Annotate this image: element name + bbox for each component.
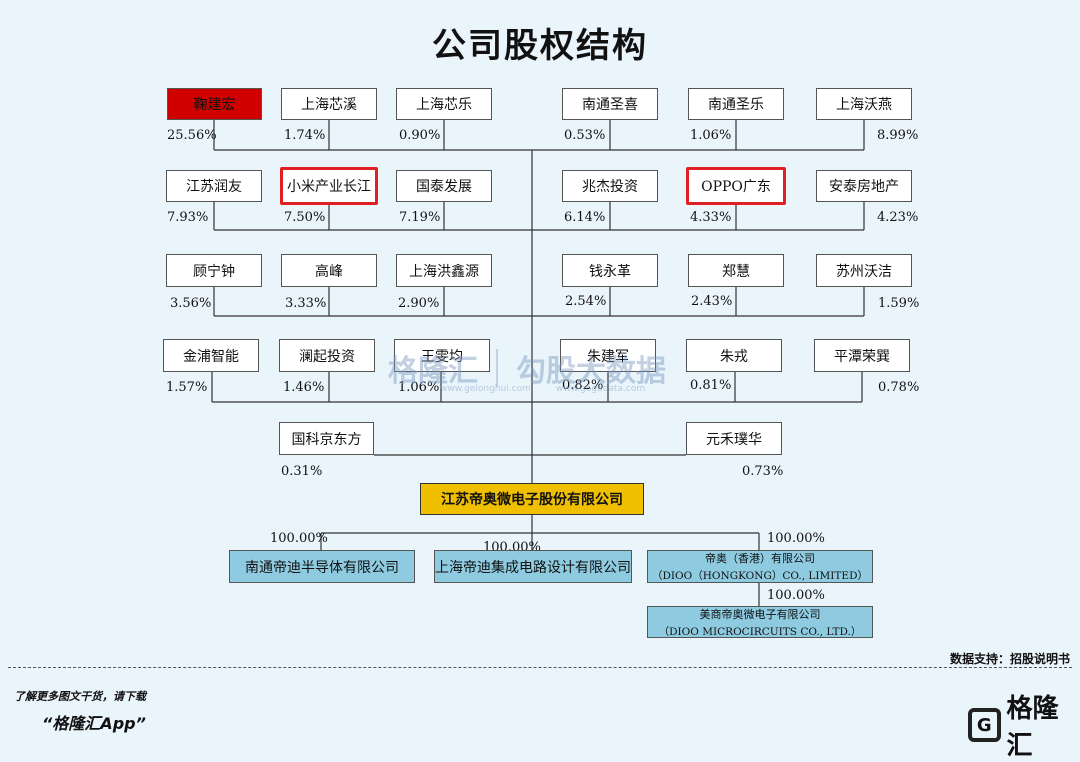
subsidiary-pct: 100.00%: [270, 531, 328, 546]
watermark-brand1-url: www.gelonghui.com: [440, 384, 531, 394]
shareholder-box: 苏州沃洁: [816, 254, 912, 287]
shareholder-pct: 2.90%: [398, 296, 439, 311]
shareholder-box: 澜起投资: [279, 339, 375, 372]
logo-text: 格隆汇: [1007, 688, 1080, 762]
shareholder-pct: 7.19%: [399, 210, 440, 225]
shareholder-pct: 0.78%: [878, 380, 919, 395]
shareholder-pct: 8.99%: [877, 128, 918, 143]
shareholder-box: 上海芯溪: [281, 88, 377, 120]
shareholder-pct: 2.54%: [565, 294, 606, 309]
shareholder-pct: 7.93%: [167, 210, 208, 225]
subsidiary-name-en: （DIOO MICROCIRCUITS CO., LTD.）: [659, 624, 862, 639]
shareholder-pct: 1.46%: [283, 380, 324, 395]
shareholder-pct: 1.59%: [878, 296, 919, 311]
logo-g-icon: G: [968, 708, 1001, 742]
shareholder-box: 顾宁钟: [166, 254, 262, 287]
source-note: 数据支持：招股说明书: [950, 650, 1070, 667]
subsidiary-name: 南通帝迪半导体有限公司: [245, 557, 399, 577]
shareholder-box: 安泰房地产: [816, 170, 912, 202]
shareholder-box: 国科京东方: [279, 422, 374, 455]
shareholder-pct: 4.33%: [690, 210, 731, 225]
shareholder-pct: 3.56%: [170, 296, 211, 311]
shareholder-box: 兆杰投资: [562, 170, 658, 202]
subsidiary-box: 上海帝迪集成电路设计有限公司: [434, 550, 632, 583]
promo-text: 了解更多图文干货，请下载: [14, 688, 146, 704]
shareholder-pct: 25.56%: [167, 128, 217, 143]
subsidiary-name: 上海帝迪集成电路设计有限公司: [435, 557, 631, 577]
shareholder-pct: 0.31%: [281, 464, 322, 479]
shareholder-pct: 0.81%: [690, 378, 731, 393]
shareholder-box: 高峰: [281, 254, 377, 287]
shareholder-pct: 4.23%: [877, 210, 918, 225]
shareholder-pct: 0.53%: [564, 128, 605, 143]
subsidiary-name: 美商帝奥微电子有限公司: [700, 606, 821, 622]
shareholder-pct: 1.57%: [166, 380, 207, 395]
watermark-brand2-url: www.gogudata.com: [556, 384, 645, 394]
shareholder-box: 上海洪鑫源: [396, 254, 492, 287]
subsidiary-name-en: （DIOO（HONGKONG）CO., LIMITED）: [652, 568, 868, 583]
shareholder-box: 上海沃燕: [816, 88, 912, 120]
subsidiary-pct: 100.00%: [767, 531, 825, 546]
shareholder-box: 郑慧: [688, 254, 784, 287]
shareholder-box: 国泰发展: [396, 170, 492, 202]
subsidiary-box: 美商帝奥微电子有限公司 （DIOO MICROCIRCUITS CO., LTD…: [647, 606, 873, 638]
shareholder-box: 南通圣喜: [562, 88, 658, 120]
shareholder-box: 钱永革: [562, 254, 658, 287]
shareholder-pct: 7.50%: [284, 210, 325, 225]
shareholder-pct: 0.90%: [399, 128, 440, 143]
subsidiary-box: 帝奥（香港）有限公司 （DIOO（HONGKONG）CO., LIMITED）: [647, 550, 873, 583]
shareholder-box-highlighted: 小米产业长江: [280, 167, 378, 205]
shareholder-box: 南通圣乐: [688, 88, 784, 120]
subsidiary-name: 帝奥（香港）有限公司: [705, 550, 815, 566]
shareholder-box: 金浦智能: [163, 339, 259, 372]
watermark: 格隆汇 www.gelonghui.com 勾股大数据 www.gogudata…: [388, 346, 666, 390]
shareholder-box: 上海芯乐: [396, 88, 492, 120]
shareholder-box: 平潭荣巽: [814, 339, 910, 372]
shareholder-box: 江苏润友: [166, 170, 262, 202]
shareholder-pct: 6.14%: [564, 210, 605, 225]
subsidiary-box: 南通帝迪半导体有限公司: [229, 550, 415, 583]
shareholder-pct: 0.73%: [742, 464, 783, 479]
shareholder-pct: 1.74%: [284, 128, 325, 143]
shareholder-pct: 3.33%: [285, 296, 326, 311]
divider: [8, 667, 1072, 668]
shareholder-box-highlighted: OPPO广东: [686, 167, 786, 205]
promo-app-name[interactable]: “格隆汇App”: [42, 710, 146, 734]
shareholder-box: 元禾璞华: [686, 422, 782, 455]
shareholder-box: 鞠建宏: [167, 88, 262, 120]
shareholder-pct: 1.06%: [690, 128, 731, 143]
company-box: 江苏帝奥微电子股份有限公司: [420, 483, 644, 515]
shareholder-pct: 2.43%: [691, 294, 732, 309]
brand-logo: G 格隆汇: [968, 688, 1080, 762]
shareholder-box: 朱戎: [686, 339, 782, 372]
subsidiary-pct: 100.00%: [767, 588, 825, 603]
